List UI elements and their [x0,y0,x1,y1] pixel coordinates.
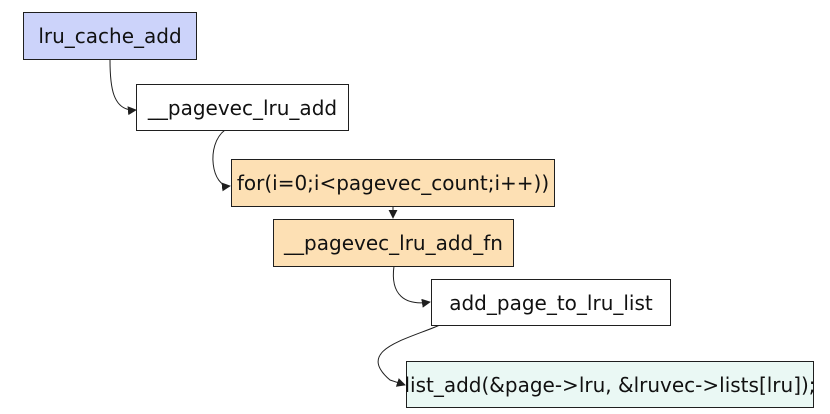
node-label: __pagevec_lru_add_fn [284,231,503,255]
node-label: __pagevec_lru_add [147,95,338,120]
node-pagevec-lru-add-fn: __pagevec_lru_add_fn [273,219,514,267]
node-label: list_add(&page->lru, &lruvec->lists[lru]… [404,372,816,397]
node-add-page-to-lru-list: add_page_to_lru_list [431,279,671,326]
node-pagevec-lru-add: __pagevec_lru_add [136,84,349,131]
edge-lru-cache-add-to-pagevec-lru-add [109,59,137,116]
node-lru-cache-add: lru_cache_add [23,12,197,60]
edge-pagevec-lru-add-fn-to-add-page-to-lru-list [392,265,431,308]
node-label: add_page_to_lru_list [449,290,653,315]
edge-add-page-to-lru-list-to-list-add [377,324,441,387]
edge-pagevec-lru-add-to-for-loop [212,129,231,192]
node-label: lru_cache_add [38,24,182,48]
node-label: for(i=0;i<pagevec_count;i++)) [236,171,550,195]
node-list-add: list_add(&page->lru, &lruvec->lists[lru]… [404,361,816,408]
node-for-loop: for(i=0;i<pagevec_count;i++)) [231,159,555,207]
